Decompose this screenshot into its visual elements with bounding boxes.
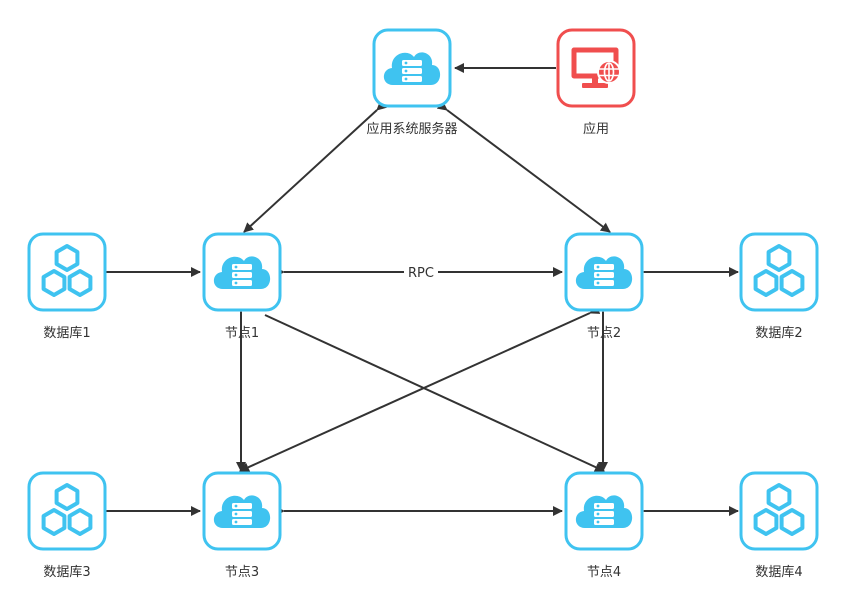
node-db1[interactable] — [27, 232, 107, 312]
hexagon-cluster-icon — [739, 232, 819, 312]
node-app-server[interactable] — [372, 28, 452, 108]
node-node3[interactable] — [202, 471, 282, 551]
cloud-server-icon — [564, 471, 644, 551]
hexagon-cluster-icon — [27, 471, 107, 551]
node-app-server-label: 应用系统服务器 — [366, 121, 457, 137]
node-db3-label: 数据库3 — [43, 564, 90, 580]
node-app[interactable] — [558, 30, 634, 106]
edges-layer: RPC — [97, 63, 739, 516]
edge-app-server-node1[interactable] — [243, 100, 388, 233]
node-db4[interactable] — [739, 471, 819, 551]
node-db4-label: 数据库4 — [755, 564, 802, 580]
hexagon-cluster-icon — [27, 232, 107, 312]
node-node2-label: 节点2 — [587, 326, 621, 341]
rpc-label: RPC — [408, 266, 434, 281]
edge-node1-node4[interactable] — [264, 314, 605, 472]
node-node4[interactable] — [564, 471, 644, 551]
node-db1-label: 数据库1 — [43, 325, 90, 341]
node-db2[interactable] — [739, 232, 819, 312]
node-db2-label: 数据库2 — [755, 325, 802, 341]
node-node2[interactable] — [564, 232, 644, 312]
node-node1-label: 节点1 — [225, 326, 259, 341]
edge-app-server-node2[interactable] — [436, 100, 611, 233]
cloud-server-icon — [372, 28, 452, 108]
hexagon-cluster-icon — [739, 471, 819, 551]
cloud-server-icon — [202, 471, 282, 551]
node-app-label: 应用 — [583, 121, 609, 137]
node-node1[interactable] — [202, 232, 282, 312]
monitor-globe-icon — [558, 30, 634, 106]
rpc-label-bg — [404, 263, 438, 281]
node-db3[interactable] — [27, 471, 107, 551]
edge-node2-node3[interactable] — [239, 304, 601, 472]
cloud-server-icon — [564, 232, 644, 312]
node-node4-label: 节点4 — [587, 565, 621, 580]
node-node3-label: 节点3 — [225, 565, 259, 580]
cloud-server-icon — [202, 232, 282, 312]
